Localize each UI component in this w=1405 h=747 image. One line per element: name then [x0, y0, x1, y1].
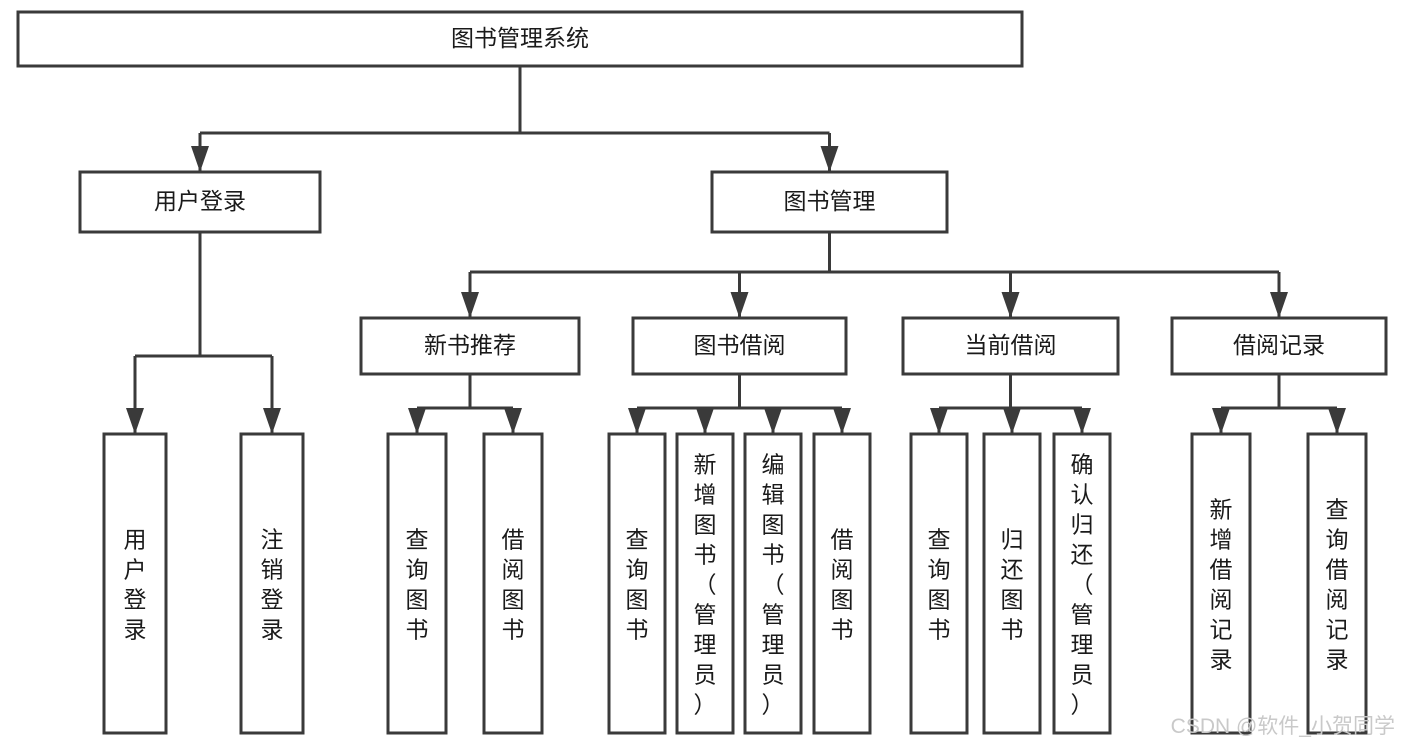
nodes-layer: 图书管理系统用户登录图书管理新书推荐图书借阅当前借阅借阅记录用户登录注销登录查询… — [16, 10, 1388, 735]
node-label: 图书管理 — [784, 188, 876, 214]
node-leaf-return-book[interactable]: 归还图书 — [982, 432, 1042, 735]
node-box — [386, 432, 448, 735]
node-current-borrow[interactable]: 当前借阅 — [901, 316, 1120, 376]
node-label: 确认归还（管理员） — [1071, 452, 1094, 718]
node-label: 当前借阅 — [965, 332, 1057, 358]
node-label: 查询图书 — [406, 527, 429, 643]
node-box — [710, 170, 949, 234]
node-box — [607, 432, 667, 735]
node-label: 借阅图书 — [502, 527, 525, 643]
node-box — [78, 170, 322, 234]
node-box — [1190, 432, 1252, 735]
node-box — [482, 432, 544, 735]
connectors-layer — [126, 66, 1346, 434]
node-borrow-record[interactable]: 借阅记录 — [1170, 316, 1388, 376]
node-leaf-edit-book[interactable]: 编辑图书（管理员） — [743, 432, 803, 735]
node-label: 编辑图书（管理员） — [762, 452, 785, 718]
node-box — [1170, 316, 1388, 376]
node-box — [359, 316, 581, 376]
csdn-watermark: CSDN @软件_小贺同学 — [1171, 715, 1395, 738]
node-box — [743, 432, 803, 735]
node-box — [909, 432, 969, 735]
node-box — [631, 316, 848, 376]
node-label: 新书推荐 — [424, 332, 516, 358]
node-label: 借阅图书 — [831, 527, 854, 643]
node-root[interactable]: 图书管理系统 — [16, 10, 1024, 68]
node-label: 借阅记录 — [1233, 332, 1325, 358]
node-label: 查询借阅记录 — [1326, 497, 1349, 673]
node-box — [812, 432, 872, 735]
node-leaf-query-book-3[interactable]: 查询图书 — [909, 432, 969, 735]
node-label: 查询图书 — [626, 527, 649, 643]
node-leaf-query-book-2[interactable]: 查询图书 — [607, 432, 667, 735]
node-box — [239, 432, 305, 735]
node-label: 查询图书 — [928, 527, 951, 643]
node-box — [675, 432, 735, 735]
node-label: 用户登录 — [124, 527, 147, 643]
node-label: 图书管理系统 — [451, 25, 589, 51]
node-leaf-borrow-book-1[interactable]: 借阅图书 — [482, 432, 544, 735]
node-box — [16, 10, 1024, 68]
node-leaf-logout[interactable]: 注销登录 — [239, 432, 305, 735]
node-book-borrow[interactable]: 图书借阅 — [631, 316, 848, 376]
node-label: 图书借阅 — [694, 332, 786, 358]
node-user-login[interactable]: 用户登录 — [78, 170, 322, 234]
node-leaf-query-record[interactable]: 查询借阅记录 — [1306, 432, 1368, 735]
node-leaf-borrow-book-2[interactable]: 借阅图书 — [812, 432, 872, 735]
node-leaf-confirm-return[interactable]: 确认归还（管理员） — [1052, 432, 1112, 735]
node-leaf-add-book[interactable]: 新增图书（管理员） — [675, 432, 735, 735]
node-box — [982, 432, 1042, 735]
node-label: 注销登录 — [261, 527, 284, 643]
node-leaf-query-book-1[interactable]: 查询图书 — [386, 432, 448, 735]
node-label: 新增图书（管理员） — [694, 452, 717, 718]
node-box — [901, 316, 1120, 376]
node-new-book-recommend[interactable]: 新书推荐 — [359, 316, 581, 376]
node-label: 新增借阅记录 — [1210, 497, 1233, 673]
node-label: 归还图书 — [1001, 527, 1024, 643]
node-box — [1306, 432, 1368, 735]
node-label: 用户登录 — [154, 188, 246, 214]
node-box — [1052, 432, 1112, 735]
node-leaf-add-record[interactable]: 新增借阅记录 — [1190, 432, 1252, 735]
node-book-manage[interactable]: 图书管理 — [710, 170, 949, 234]
node-leaf-user-login[interactable]: 用户登录 — [102, 432, 168, 735]
node-box — [102, 432, 168, 735]
